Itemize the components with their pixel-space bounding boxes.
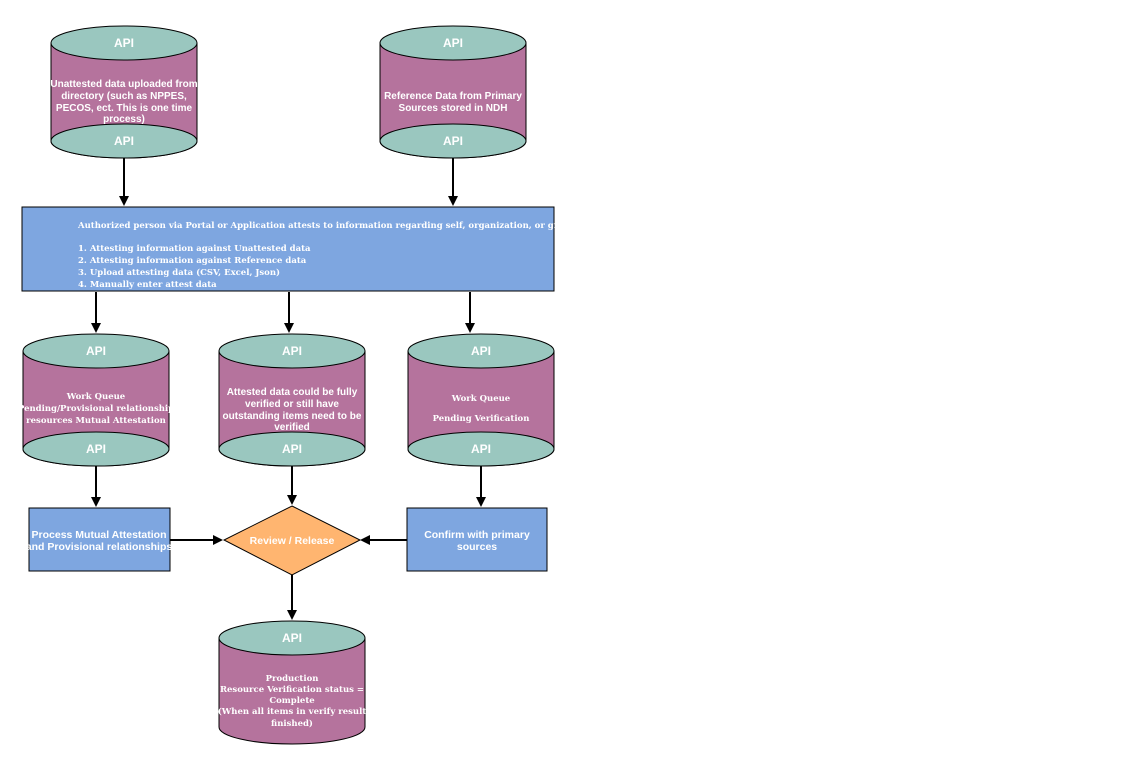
- cylinder-text-line: PECOS, ect. This is one time: [56, 103, 193, 114]
- cylinder-text-line: process): [103, 114, 145, 125]
- cylinder-text-line: Work Queue: [66, 392, 126, 402]
- cylinder-text-line: directory (such as NPPES,: [61, 91, 187, 102]
- cylinder-text-line: Work Queue: [451, 394, 511, 404]
- cylinder-text-line: Resource Verification status =: [220, 685, 364, 695]
- mid-right-cylinder: API API Work Queue Pending Verification: [407, 333, 555, 467]
- confirm-box-shape: [406, 507, 548, 572]
- cylinder-body: [218, 637, 366, 745]
- api-label: API: [282, 344, 302, 358]
- edges: [91, 158, 486, 620]
- confirm-primary-sources-box: Confirm with primary sources: [406, 507, 548, 572]
- portal-heading: Authorized person via Portal or Applicat…: [77, 221, 576, 231]
- api-label: API: [282, 631, 302, 645]
- mid-center-cylinder: API API Attested data could be fully ver…: [218, 333, 366, 467]
- cylinder-text-line: resources Mutual Attestation: [26, 416, 166, 426]
- cylinder-text-line: Production: [266, 674, 319, 684]
- cylinder-top-cap: [379, 25, 527, 61]
- production-cylinder: API Production Resource Verification sta…: [218, 620, 367, 745]
- cylinder-text-line: outstanding items need to be: [223, 411, 362, 422]
- cylinder-text-line: Complete: [269, 696, 315, 706]
- api-label: API: [471, 344, 491, 358]
- top-right-cylinder: API API Reference Data from Primary Sour…: [379, 25, 527, 159]
- process-box-text-line: Process Mutual Attestation: [32, 529, 167, 541]
- cylinder-bottom-cap: [50, 123, 198, 159]
- cylinder-text-line: Attested data could be fully: [227, 387, 358, 398]
- api-label: API: [86, 442, 106, 456]
- portal-attestation-box: Authorized person via Portal or Applicat…: [21, 206, 576, 292]
- cylinder-text-line: verified: [274, 422, 310, 433]
- api-label: API: [282, 442, 302, 456]
- cylinder-text-line: finished): [271, 718, 313, 729]
- confirm-box-text-line: Confirm with primary: [424, 529, 530, 541]
- cylinder-text-line: Unattested data uploaded from: [50, 79, 197, 90]
- cylinder-bottom-cap: [379, 123, 527, 159]
- cylinder-text-line: Sources stored in NDH: [399, 103, 508, 114]
- process-box-shape: [28, 507, 171, 572]
- cylinder-top-cap: [218, 620, 366, 656]
- portal-item: 1. Attesting information against Unattes…: [78, 244, 311, 254]
- cylinder-top-cap: [218, 333, 366, 369]
- confirm-box-text-line: sources: [457, 541, 497, 553]
- portal-item: 2. Attesting information against Referen…: [78, 256, 307, 266]
- cylinder-text-line: Reference Data from Primary: [384, 91, 522, 102]
- cylinder-top-cap: [22, 333, 170, 369]
- cylinder-text-line: Pending/Provisional relationship: [18, 404, 174, 414]
- cylinder-text-line: (When all items in verify result: [218, 706, 367, 717]
- diamond-shape: [222, 505, 362, 576]
- cylinder-bottom-cap: [22, 431, 170, 467]
- cylinder-bottom-cap: [407, 431, 555, 467]
- api-label: API: [86, 344, 106, 358]
- api-label: API: [443, 36, 463, 50]
- cylinder-top-cap: [50, 25, 198, 61]
- diamond-label: Review / Release: [250, 535, 335, 547]
- process-box-text-line: and Provisional relationships: [26, 541, 173, 553]
- cylinder-text-line: verified or still have: [245, 399, 339, 410]
- top-left-cylinder: API API Unattested data uploaded from di…: [50, 25, 198, 159]
- cylinder-top-cap: [407, 333, 555, 369]
- api-label: API: [114, 36, 134, 50]
- mid-left-cylinder: API API Work Queue Pending/Provisional r…: [18, 333, 174, 467]
- portal-item: 3. Upload attesting data (CSV, Excel, Js…: [78, 267, 280, 278]
- portal-box-shape: [21, 206, 555, 292]
- api-label: API: [443, 134, 463, 148]
- review-release-diamond: Review / Release: [222, 505, 362, 576]
- api-label: API: [471, 442, 491, 456]
- process-mutual-attestation-box: Process Mutual Attestation and Provision…: [26, 507, 173, 572]
- cylinder-bottom-cap: [218, 431, 366, 467]
- cylinder-text-line: Pending Verification: [433, 414, 530, 424]
- api-label: API: [114, 134, 134, 148]
- portal-item: 4. Manually enter attest data: [78, 280, 217, 290]
